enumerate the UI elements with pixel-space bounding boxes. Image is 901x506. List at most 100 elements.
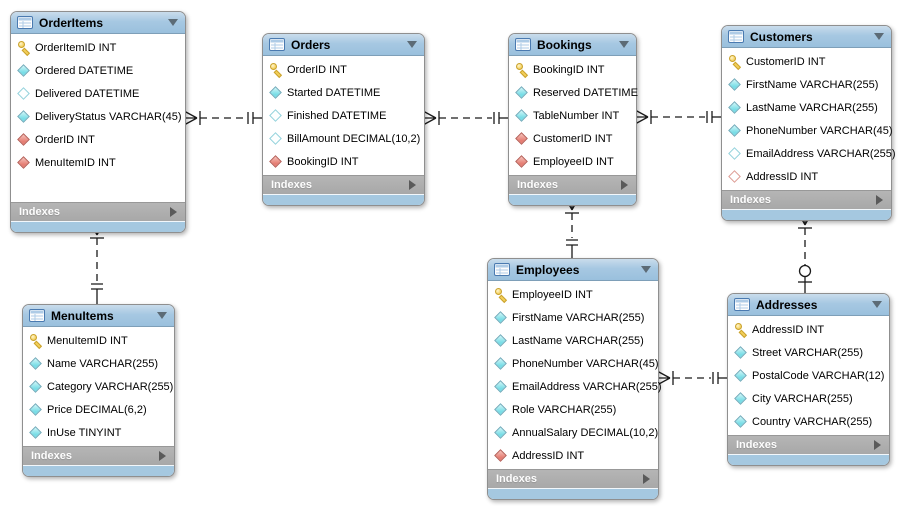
diamond-hollow-icon [17,87,30,100]
column-row[interactable]: EmailAddress VARCHAR(255) [488,375,662,398]
indexes-bar[interactable]: Indexes [263,175,424,194]
diamond-filled-icon [494,380,507,393]
table-title: Addresses [756,297,818,312]
column-label: AddressID INT [512,449,585,462]
column-row[interactable]: BillAmount DECIMAL(10,2) [263,127,424,150]
expand-icon[interactable] [621,180,628,190]
indexes-label: Indexes [730,194,771,206]
indexes-bar[interactable]: Indexes [11,202,185,221]
column-label: Country VARCHAR(255) [752,415,873,428]
column-label: Ordered DATETIME [35,64,134,77]
rel-orders-bookings[interactable] [422,110,508,126]
column-row[interactable]: EmployeeID INT [488,283,658,306]
rel-bookings-customers[interactable] [634,109,721,125]
column-row[interactable]: InUse TINYINT [23,421,174,444]
column-row[interactable]: AddressID INT [728,318,889,341]
collapse-icon[interactable] [168,19,178,26]
column-row[interactable]: Reserved DATETIME [509,81,638,104]
column-row[interactable]: EmailAddress VARCHAR(255) [722,142,896,165]
expand-icon[interactable] [643,474,650,484]
indexes-bar[interactable]: Indexes [488,469,658,488]
column-row[interactable]: OrderItemID INT [11,36,185,59]
key-icon [269,63,282,76]
table-header[interactable]: Orders [263,34,424,56]
expand-icon[interactable] [876,195,883,205]
column-row[interactable]: BookingID INT [263,150,424,173]
table-orderitems[interactable]: OrderItems OrderItemID INT Ordered DATETI… [10,11,186,233]
column-row[interactable]: Finished DATETIME [263,104,424,127]
table-header[interactable]: Addresses [728,294,889,316]
collapse-icon[interactable] [619,41,629,48]
table-header[interactable]: MenuItems [23,305,174,327]
table-header[interactable]: Employees [488,259,658,281]
column-row[interactable]: FirstName VARCHAR(255) [722,73,891,96]
column-row[interactable]: PhoneNumber VARCHAR(45) [722,119,893,142]
indexes-bar[interactable]: Indexes [722,190,891,209]
column-row[interactable]: TableNumber INT [509,104,636,127]
column-row[interactable]: MenuItemID INT [11,151,185,174]
expand-icon[interactable] [874,440,881,450]
column-row[interactable]: DeliveryStatus VARCHAR(45) [11,105,185,128]
column-row[interactable]: Delivered DATETIME [11,82,185,105]
rel-employees-addresses[interactable] [656,370,727,386]
column-row[interactable]: Ordered DATETIME [11,59,185,82]
table-icon [734,298,750,311]
column-row[interactable]: OrderID INT [11,128,185,151]
rel-customers-addresses[interactable] [797,211,813,293]
expand-icon[interactable] [409,180,416,190]
column-row[interactable]: Name VARCHAR(255) [23,352,174,375]
collapse-icon[interactable] [407,41,417,48]
collapse-icon[interactable] [872,301,882,308]
column-row[interactable]: LastName VARCHAR(255) [488,329,658,352]
table-header[interactable]: Bookings [509,34,636,56]
table-footer [509,194,636,205]
column-row[interactable]: EmployeeID INT [509,150,636,173]
column-row[interactable]: LastName VARCHAR(255) [722,96,891,119]
column-row[interactable]: AnnualSalary DECIMAL(10,2) [488,421,658,444]
key-icon [728,55,741,68]
column-row[interactable]: MenuItemID INT [23,329,174,352]
table-header[interactable]: Customers [722,26,891,48]
column-row[interactable]: Price DECIMAL(6,2) [23,398,174,421]
rel-orderitems-menuitems[interactable] [89,221,105,304]
column-row[interactable]: PostalCode VARCHAR(12) [728,364,889,387]
column-row[interactable]: FirstName VARCHAR(255) [488,306,658,329]
column-row[interactable]: PhoneNumber VARCHAR(45) [488,352,659,375]
collapse-icon[interactable] [874,33,884,40]
column-row[interactable]: Category VARCHAR(255) [23,375,174,398]
column-row[interactable]: Role VARCHAR(255) [488,398,658,421]
rel-bookings-employees[interactable] [564,196,580,258]
column-row[interactable]: CustomerID INT [722,50,891,73]
indexes-bar[interactable]: Indexes [509,175,636,194]
expand-icon[interactable] [170,207,177,217]
expand-icon[interactable] [159,451,166,461]
table-footer [728,454,889,465]
column-row[interactable]: CustomerID INT [509,127,636,150]
collapse-icon[interactable] [641,266,651,273]
column-row[interactable]: AddressID INT [722,165,891,188]
column-row[interactable]: Country VARCHAR(255) [728,410,889,433]
column-row[interactable]: BookingID INT [509,58,636,81]
column-row[interactable]: AddressID INT [488,444,658,467]
collapse-icon[interactable] [157,312,167,319]
column-row[interactable]: City VARCHAR(255) [728,387,889,410]
indexes-bar[interactable]: Indexes [23,446,174,465]
diamond-filled-icon [269,86,282,99]
column-label: Role VARCHAR(255) [512,403,617,416]
column-row[interactable]: Street VARCHAR(255) [728,341,889,364]
column-label: InUse TINYINT [47,426,122,439]
table-header[interactable]: OrderItems [11,12,185,34]
rel-orderitems-orders[interactable] [183,110,262,126]
column-row[interactable]: Started DATETIME [263,81,424,104]
indexes-bar[interactable]: Indexes [728,435,889,454]
column-row[interactable]: OrderID INT [263,58,424,81]
